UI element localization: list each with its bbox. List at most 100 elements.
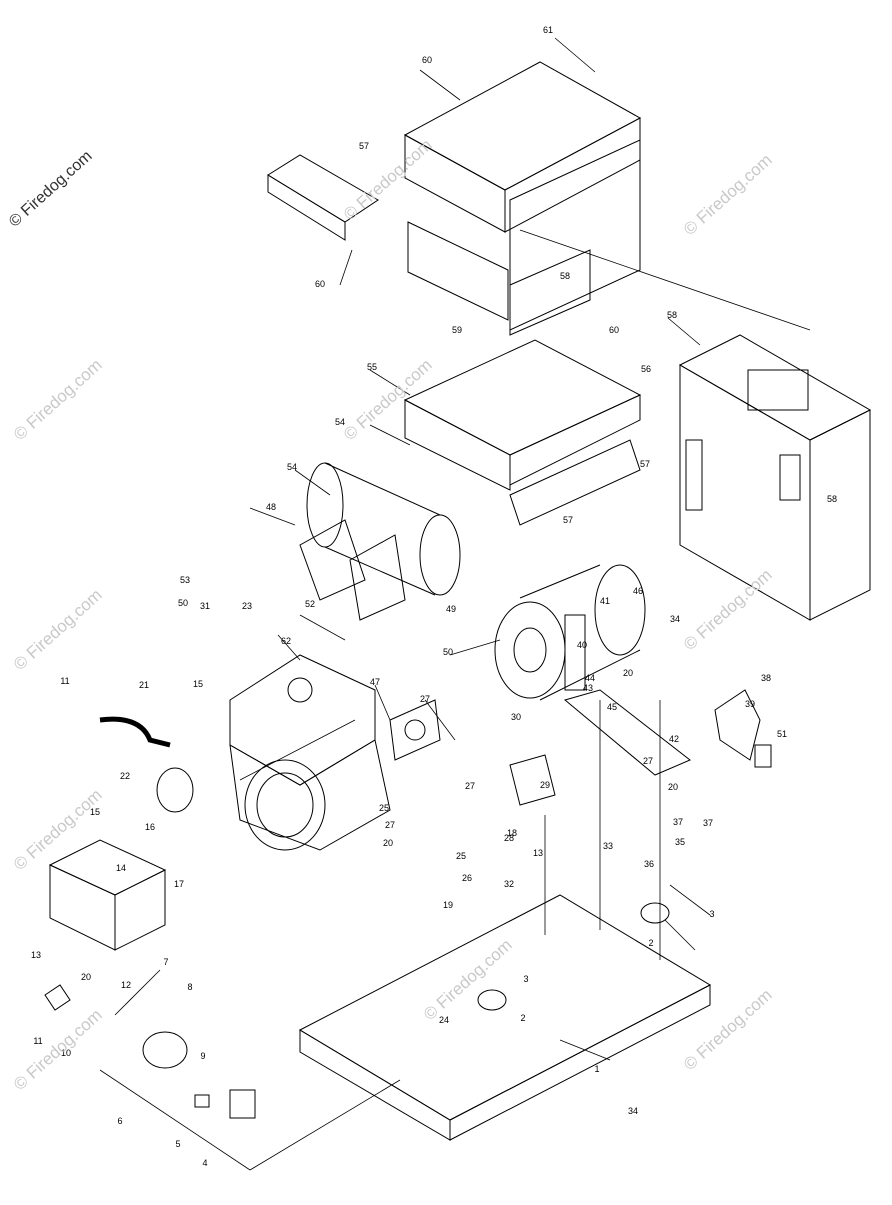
callout-label: 11 (33, 1036, 42, 1046)
callout-label: 44 (585, 673, 595, 683)
callout-label: 20 (668, 782, 678, 792)
callout-label: 47 (370, 677, 380, 687)
callout-label: 11 (60, 676, 69, 686)
callout-label: 52 (305, 599, 315, 609)
callout-label: 31 (200, 601, 210, 611)
callout-label: 60 (609, 325, 619, 335)
top-panel (403, 61, 642, 191)
callout-label: 14 (116, 863, 126, 873)
callout-label: 26 (462, 873, 472, 883)
callout-label: 15 (90, 807, 100, 817)
callout-label: 45 (607, 702, 617, 712)
callout-label: 8 (187, 982, 192, 992)
callout-label: 57 (359, 141, 369, 151)
callout-label: 60 (422, 55, 432, 65)
muffler (306, 462, 344, 548)
callout-label: 41 (600, 596, 610, 606)
callout-label: 6 (117, 1116, 122, 1126)
callout-label: 62 (281, 636, 291, 646)
callout-label: 46 (633, 586, 643, 596)
vibration-mount (640, 902, 670, 924)
callout-label: 1 (594, 1064, 599, 1074)
callout-label: 48 (266, 502, 276, 512)
callout-label: 30 (511, 712, 521, 722)
callout-label: 24 (439, 1015, 449, 1025)
callout-label: 38 (761, 673, 771, 683)
callout-label: 15 (193, 679, 203, 689)
callout-label: 19 (443, 900, 453, 910)
callout-label: 21 (139, 680, 149, 690)
callout-label: 53 (180, 575, 190, 585)
callout-label: 32 (504, 879, 514, 889)
callout-label: 60 (315, 279, 325, 289)
callout-label: 25 (379, 803, 389, 813)
alternator (494, 601, 566, 699)
callout-label: 57 (640, 459, 650, 469)
callout-label: 54 (287, 462, 297, 472)
callout-label: 34 (670, 614, 680, 624)
callout-label: 29 (540, 780, 550, 790)
callout-label: 13 (31, 950, 41, 960)
callout-label: 4 (202, 1158, 207, 1168)
callout-label: 16 (145, 822, 155, 832)
battery (48, 839, 167, 896)
callout-label: 42 (669, 734, 679, 744)
callout-label: 22 (120, 771, 130, 781)
callout-label: 2 (648, 938, 653, 948)
callout-label: 3 (709, 909, 714, 919)
callout-label: 55 (367, 362, 377, 372)
callout-label: 25 (456, 851, 466, 861)
intake-hose (99, 716, 171, 748)
engine (229, 654, 376, 786)
callout-label: 13 (533, 848, 543, 858)
support-bracket (563, 689, 691, 776)
callout-label: 58 (827, 494, 837, 504)
callout-label: 59 (452, 325, 462, 335)
callout-label: 3 (523, 974, 528, 984)
callout-label: 34 (628, 1106, 638, 1116)
callout-label: 40 (577, 640, 587, 650)
callout-label: 50 (178, 598, 188, 608)
gasket (389, 699, 441, 761)
callout-label: 56 (641, 364, 651, 374)
air-intake (156, 767, 194, 813)
fuel-regulator (142, 1031, 188, 1069)
callout-label: 27 (385, 820, 395, 830)
callout-label: 27 (643, 756, 653, 766)
callout-label: 12 (121, 980, 131, 990)
callout-label: 2 (520, 1013, 525, 1023)
callout-label: 7 (163, 957, 168, 967)
base-frame (298, 894, 712, 1121)
callout-label: 27 (420, 694, 430, 704)
callout-label: 23 (242, 601, 252, 611)
callout-label: 43 (583, 683, 593, 693)
callout-label: 18 (507, 828, 517, 838)
callout-label: 17 (174, 879, 184, 889)
callout-label: 27 (465, 781, 475, 791)
callout-label: 37 (673, 817, 683, 827)
callout-label: 58 (667, 310, 677, 320)
callout-label: 54 (335, 417, 345, 427)
callout-label: 57 (563, 515, 573, 525)
callout-label: 51 (777, 729, 787, 739)
callout-label: 9 (200, 1051, 205, 1061)
callout-label: 58 (560, 271, 570, 281)
callout-label: 35 (675, 837, 685, 847)
callout-label: 49 (446, 604, 456, 614)
callout-label: 10 (61, 1048, 71, 1058)
callout-label: 33 (603, 841, 613, 851)
end-cover (714, 689, 761, 761)
side-panel (407, 221, 509, 321)
callout-label: 20 (623, 668, 633, 678)
callout-label: 20 (383, 838, 393, 848)
callout-label: 5 (175, 1139, 180, 1149)
callout-label: 20 (81, 972, 91, 982)
callout-label: 50 (443, 647, 453, 657)
callout-label: 37 (703, 818, 713, 828)
callout-label: 61 (543, 25, 553, 35)
callout-labels: 1223345678910111112131314151516171819202… (31, 25, 837, 1168)
callout-label: 39 (745, 699, 755, 709)
callout-label: 36 (644, 859, 654, 869)
